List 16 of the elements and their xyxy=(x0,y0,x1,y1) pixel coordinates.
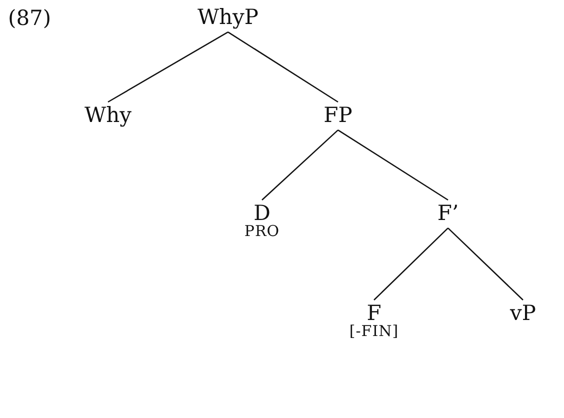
example-number: (87) xyxy=(8,6,52,30)
category-label: D xyxy=(254,202,270,224)
feature-label: PRO xyxy=(244,224,280,240)
category-label: FP xyxy=(324,104,352,126)
tree-branch xyxy=(228,32,338,103)
category-label: F’ xyxy=(437,202,459,224)
category-label: F xyxy=(366,302,382,324)
category-label: WhyP xyxy=(197,6,259,28)
tree-branch xyxy=(108,31,228,103)
category-label: vP xyxy=(510,302,536,324)
tree-branch xyxy=(374,228,448,300)
tree-branch xyxy=(262,130,338,200)
category-label: Why xyxy=(84,104,132,126)
tree-branch xyxy=(448,228,524,300)
tree-branch xyxy=(338,130,448,201)
feature-label: [-FIN] xyxy=(349,324,399,340)
